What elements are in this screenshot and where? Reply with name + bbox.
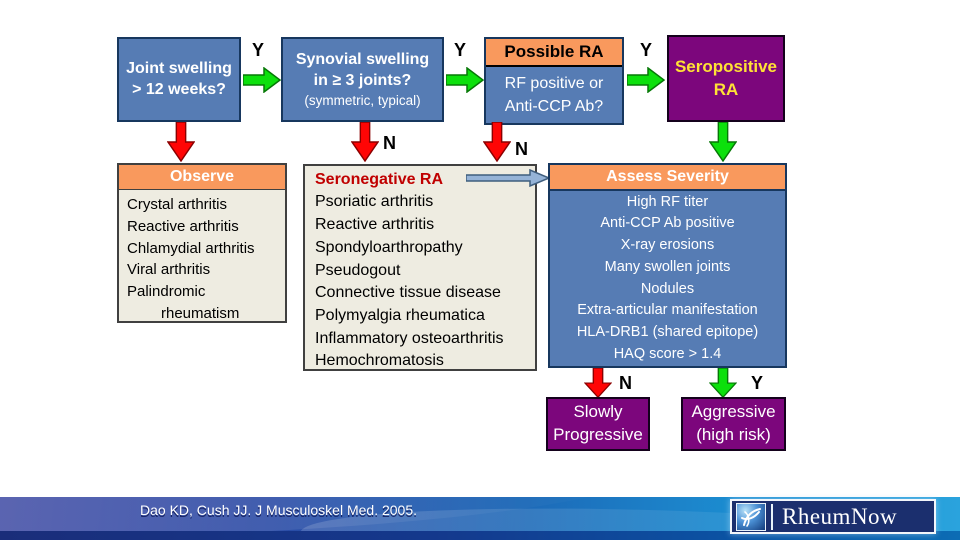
seronegative-item: Polymyalgia rheumatica [315,306,485,324]
slowly-line2: Progressive [553,425,643,444]
assess-item: Many swollen joints [604,258,731,275]
seronegative-header: Seronegative RA [315,171,444,188]
seronegative-item: Pseudogout [315,261,401,279]
rheumnow-logo-icon [736,502,766,531]
rheumnow-logo: RheumNow [730,499,936,534]
box-joint-swelling: Joint swelling > 12 weeks? [117,37,241,122]
observe-item: Crystal arthritis [127,196,228,213]
yes-label-2: Y [454,40,467,60]
observe-item: Palindromic rheumatism [127,283,240,322]
possible-ra-body-line2: Anti-CCP Ab? [504,98,604,115]
box-seropositive-ra: Seropositive RA [667,35,785,122]
observe-item: Viral arthritis [127,261,211,279]
seronegative-item: Psoriatic arthritis [315,193,434,211]
down-arrow-red-1-icon [167,122,195,162]
assess-item: HAQ score > 1.4 [613,345,722,362]
down-arrow-green-icon [709,122,737,162]
right-arrow-yes-3-icon [627,67,665,93]
observe-header: Observe [119,165,285,190]
assess-item: HLA-DRB1 (shared epitope) [576,324,759,340]
down-arrow-no-3-icon [483,122,511,162]
yes-label-3: Y [640,40,653,60]
seronegative-item: Connective tissue disease [315,284,501,302]
box-assess-severity: Assess Severity High RF titer Anti-CCP A… [548,163,787,368]
box-slowly-progressive: Slowly Progressive [546,397,650,451]
box-observe: Observe Crystal arthritis Reactive arthr… [117,163,287,323]
rheumnow-glyph-icon [741,507,761,527]
seronegative-item: Hemochromatosis [315,352,444,370]
seronegative-item: Spondyloarthropathy [315,238,463,256]
assess-item: High RF titer [626,193,709,210]
right-arrow-blue-icon [466,169,550,187]
box-possible-ra: Possible RA RF positive or Anti-CCP Ab? [484,37,624,125]
synovial-note: (symmetric, typical) [304,92,421,108]
assess-item: Nodules [640,280,695,297]
aggressive-line1: Aggressive [691,402,776,422]
footer-bottom-strip [0,531,960,540]
down-arrow-no-4-icon [584,368,612,398]
assess-item: Extra-articular manifestation [577,302,758,319]
possible-ra-header: Possible RA [486,39,622,67]
seropositive-line1: Seropositive [674,57,778,77]
brand-name: RheumNow [782,503,898,529]
no-label-4: N [619,373,632,393]
joint-swelling-line1: Joint swelling [126,59,232,77]
no-label-2: N [383,133,396,153]
synovial-line1: Synovial swelling [295,51,430,69]
down-arrow-yes-4-icon [709,368,737,398]
assess-list: High RF titer Anti-CCP Ab positive X-ray… [550,191,785,366]
right-arrow-yes-2-icon [446,67,484,93]
possible-ra-body-line1: RF positive or [504,74,604,92]
assess-item: X-ray erosions [620,237,715,253]
box-seronegative-ra: Seronegative RA Psoriatic arthritis Reac… [303,164,537,371]
right-arrow-yes-1-icon [243,67,281,93]
observe-item: Reactive arthritis [127,217,239,235]
yes-label-4: Y [751,373,764,393]
box-aggressive: Aggressive (high risk) [681,397,786,451]
assess-item: Anti-CCP Ab positive [600,215,735,232]
synovial-line2: in ≥ 3 joints? [313,71,412,89]
yes-label-1: Y [252,40,265,60]
logo-divider [771,503,773,530]
observe-item: Chlamydial arthritis [127,239,255,257]
no-label-3: N [515,139,528,159]
joint-swelling-line2: > 12 weeks? [132,80,226,98]
down-arrow-no-2-icon [351,122,379,162]
citation-text: Dao KD, Cush JJ. J Musculoskel Med. 2005… [140,502,418,518]
slowly-line1: Slowly [573,402,623,422]
seropositive-line2: RA [713,79,739,99]
seronegative-item: Inflammatory osteoarthritis [315,329,504,347]
seronegative-item: Reactive arthritis [315,216,435,234]
possible-ra-body: RF positive or Anti-CCP Ab? [486,67,622,123]
box-synovial-swelling: Synovial swelling in ≥ 3 joints? (symmet… [281,37,444,122]
observe-list: Crystal arthritis Reactive arthritis Chl… [119,190,285,329]
assess-header: Assess Severity [550,165,785,191]
aggressive-line2: (high risk) [696,425,771,444]
